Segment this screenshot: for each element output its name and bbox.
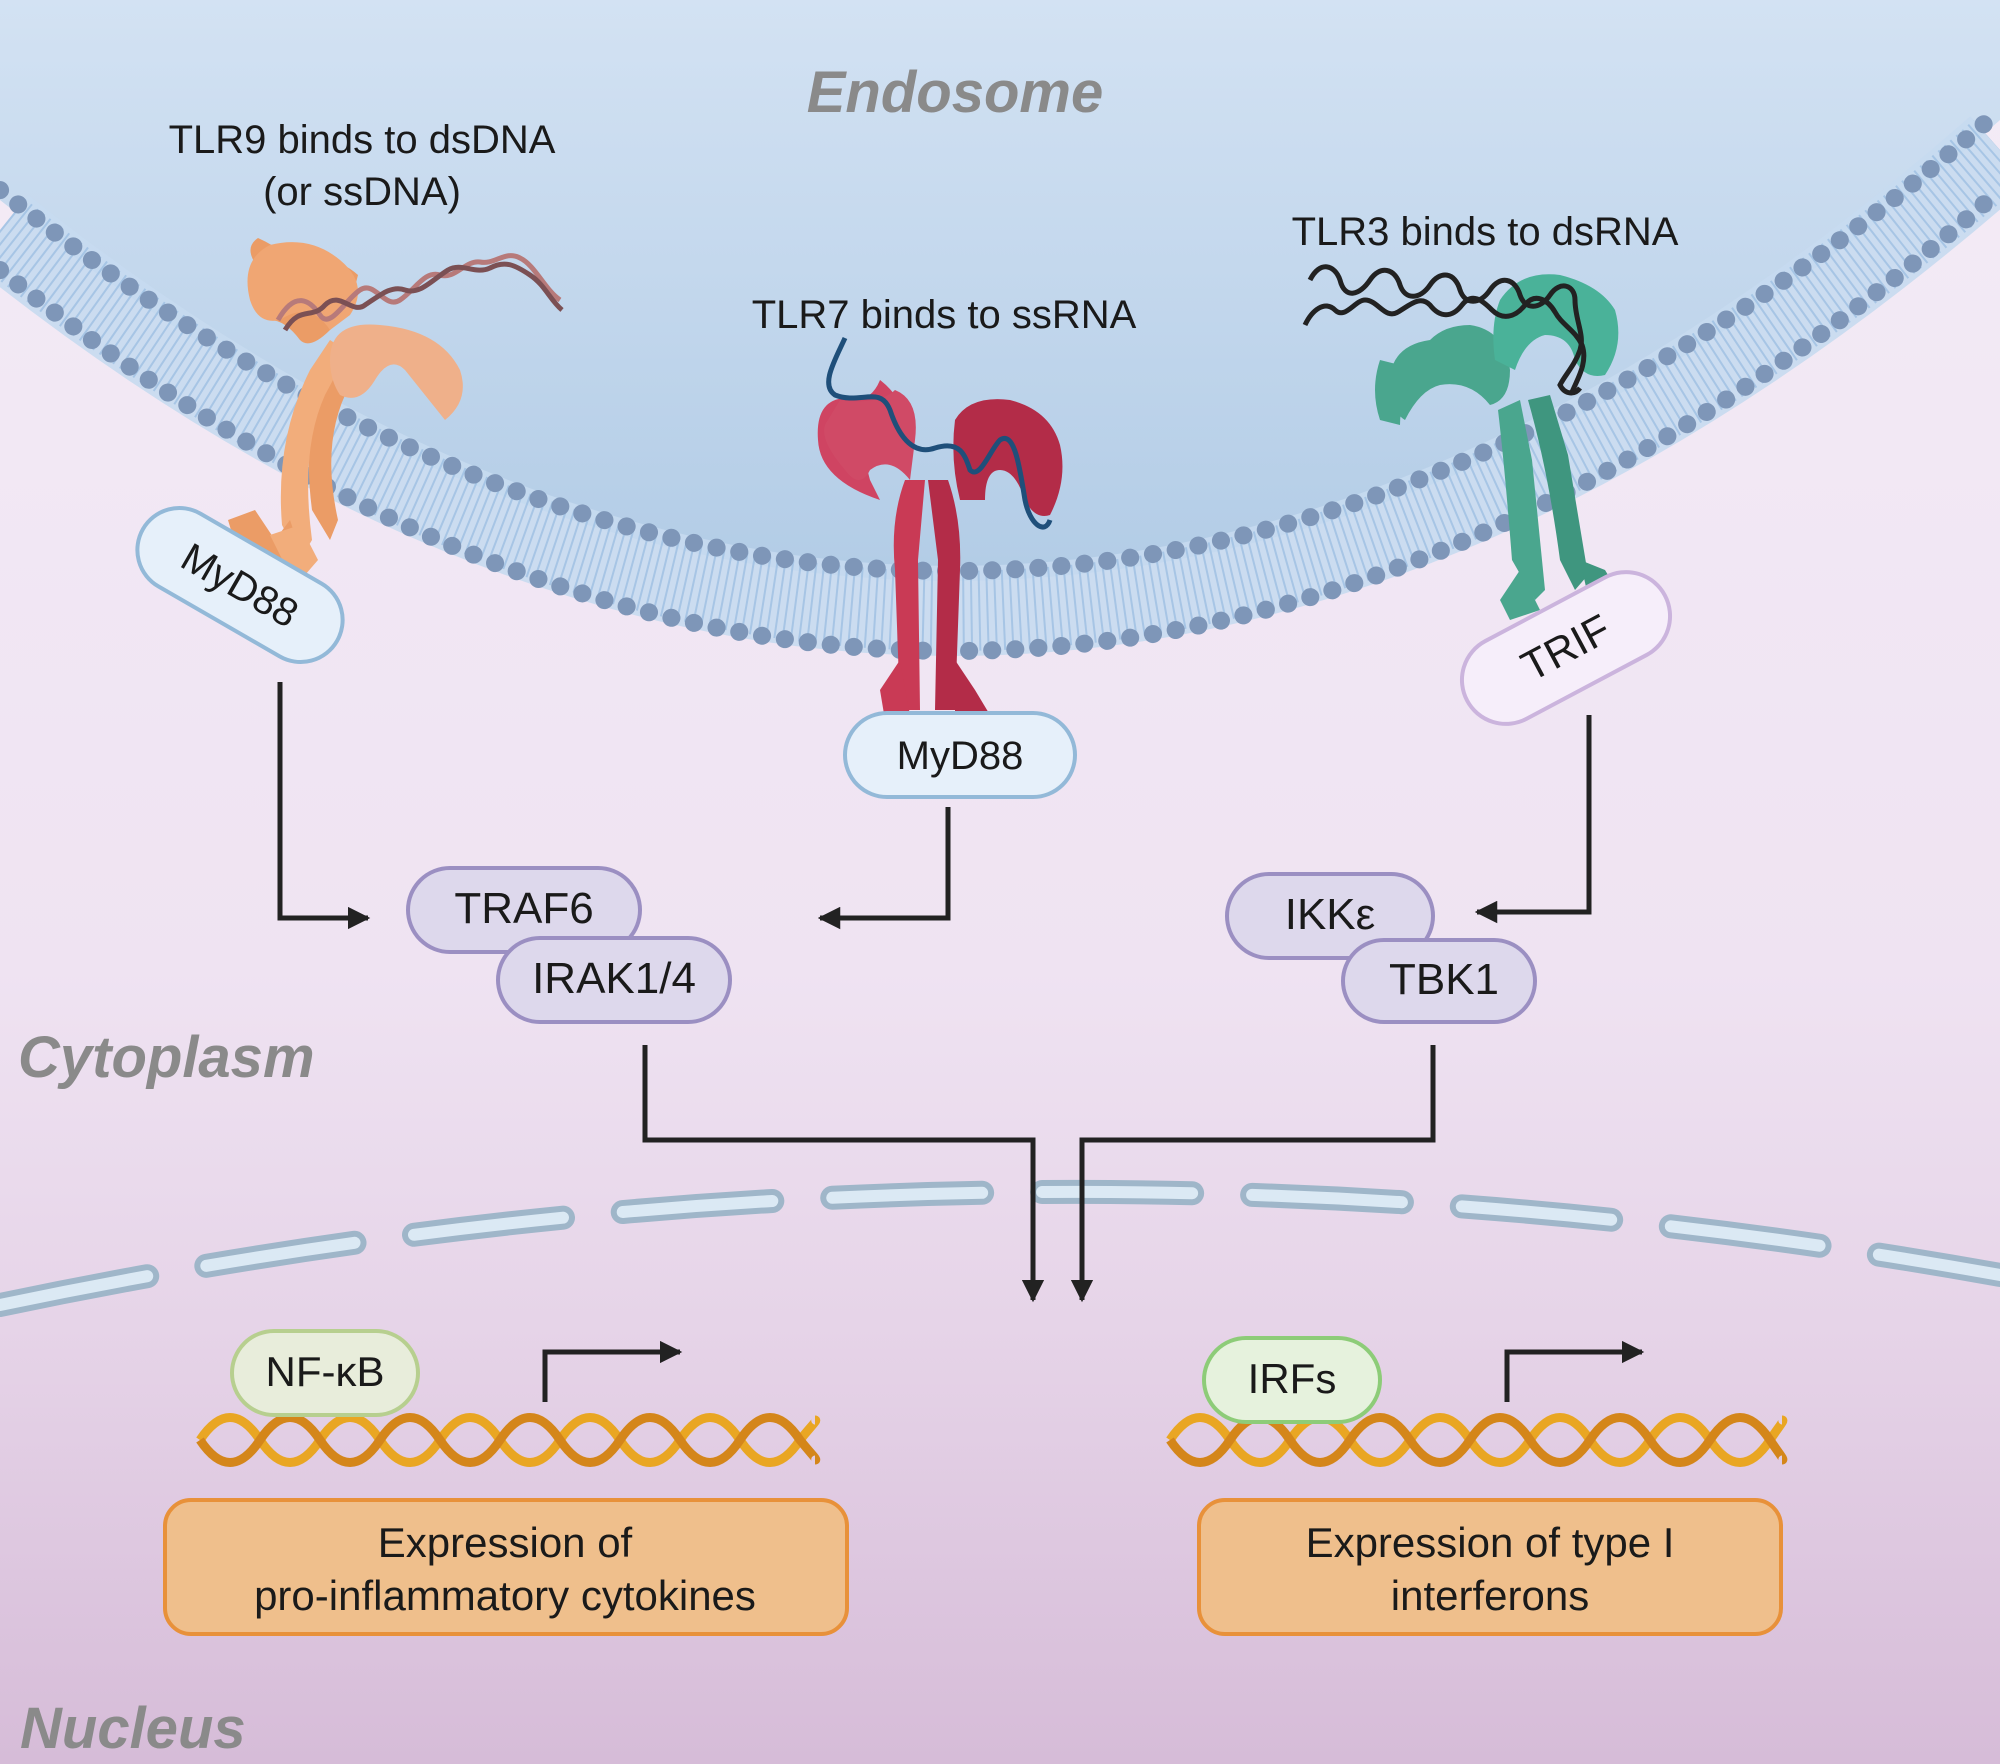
output-cytokines-box: Expression of pro-inflammatory cytokines	[163, 1498, 849, 1636]
dna-helix-right	[1166, 1413, 1788, 1467]
cytoplasm-label: Cytoplasm	[18, 1025, 315, 1090]
arrow-tlr7-to-traf6	[817, 807, 951, 930]
traf6-label: TRAF6	[454, 884, 593, 933]
nucleus-label: Nucleus	[20, 1696, 246, 1761]
nuclear-envelope-inner	[0, 1185, 2000, 1311]
tlr3-caption: TLR3 binds to dsRNA	[1292, 210, 1679, 254]
tlr3-receptor	[1375, 274, 1620, 620]
output-right-line2: interferons	[1391, 1572, 1589, 1619]
tlr7-receptor	[817, 380, 1063, 720]
nfkb-label: NF-κB	[266, 1348, 385, 1395]
transcription-arrow-right	[1504, 1340, 1645, 1402]
output-left-line1: Expression of	[378, 1519, 633, 1566]
dna-helix-left	[196, 1413, 821, 1467]
output-left-line2: pro-inflammatory cytokines	[254, 1572, 756, 1619]
tlr9-caption-line1: TLR9 binds to dsDNA	[169, 118, 556, 162]
tlr7-adaptor-label: MyD88	[897, 734, 1024, 778]
tlr7-caption: TLR7 binds to ssRNA	[752, 293, 1137, 337]
tlr3-dsrna-strand-a	[1307, 264, 1584, 396]
tlr7-myd88-pill: MyD88	[843, 711, 1077, 799]
irak-pill	[496, 936, 732, 1024]
ikke-tbk1-complex: IKKε TBK1	[1225, 872, 1537, 1024]
pathway-arrows	[277, 682, 1645, 1402]
endosome-label: Endosome	[807, 60, 1104, 125]
tlr3-dsrna-strand-b	[1302, 295, 1587, 393]
irak-label: IRAK1/4	[532, 954, 696, 1003]
irfs-label: IRFs	[1248, 1355, 1337, 1402]
output-right-line1: Expression of type I	[1306, 1519, 1675, 1566]
output-interferons-box: Expression of type I interferons	[1197, 1498, 1783, 1636]
tbk1-label: TBK1	[1389, 955, 1499, 1004]
tlr7-ssrna-strand	[826, 336, 1053, 530]
nfkb-pill: NF-κB	[230, 1329, 420, 1417]
tlr9-dna-strand-b	[282, 261, 564, 332]
tlr9-caption: TLR9 binds to dsDNA (or ssDNA)	[169, 118, 556, 214]
traf6-irak-complex: TRAF6 IRAK1/4	[406, 866, 732, 1024]
irfs-pill: IRFs	[1202, 1336, 1382, 1424]
arrow-tlr3-to-ikke	[1474, 715, 1592, 924]
ikke-label: IKKε	[1285, 890, 1376, 939]
tbk1-pill	[1341, 938, 1537, 1024]
arrow-tlr9-to-traf6	[277, 682, 371, 930]
ikke-pill	[1225, 872, 1435, 960]
tlr9-caption-line2: (or ssDNA)	[263, 170, 461, 214]
arrow-tbk1-to-nucleus	[1070, 1045, 1436, 1303]
tlr3-trif-pill: TRIF	[1459, 570, 1673, 726]
arrow-irak-to-nucleus	[642, 1045, 1045, 1303]
transcription-arrow-left	[542, 1340, 683, 1402]
